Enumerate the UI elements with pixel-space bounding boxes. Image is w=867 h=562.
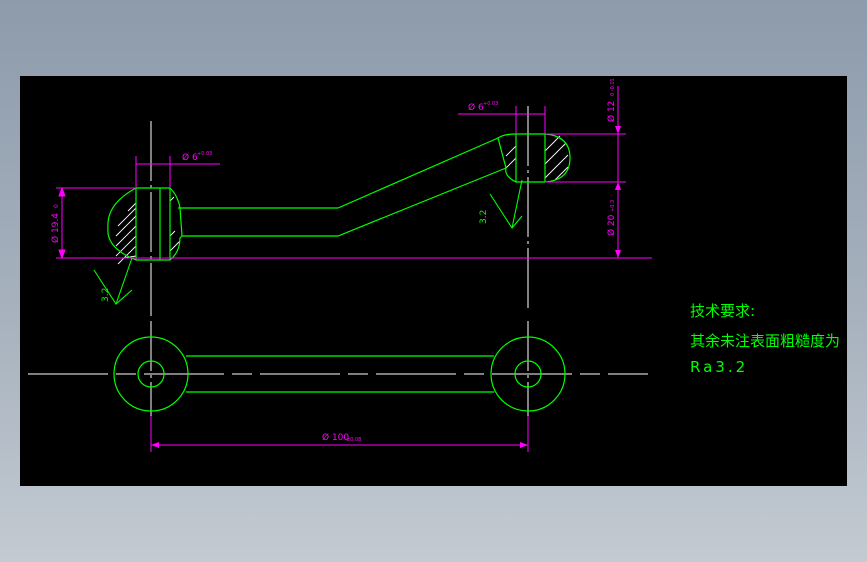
left-bore-dim-text: Ø 6	[182, 152, 198, 163]
right-height-dimension	[615, 182, 621, 258]
right-outer-dim-text: Ø 12	[606, 101, 617, 122]
right-outer-dim-tol: 0 -0.11	[610, 78, 616, 96]
cad-viewport[interactable]: Ø 19.4 0 Ø 6 +0.03 Ø 6 +0.03 Ø 12 0 -0.1…	[20, 76, 847, 486]
plan-view: Ø 100 ±0.08	[28, 321, 648, 452]
technical-drawing: Ø 19.4 0 Ø 6 +0.03 Ø 6 +0.03 Ø 12 0 -0.1…	[28, 78, 840, 452]
left-outer-dimension	[56, 186, 136, 260]
right-bore-circle	[514, 360, 542, 388]
right-hub-outline	[497, 133, 571, 183]
roughness-left-value: 3.2	[101, 288, 111, 302]
right-height-dim-text: Ø 20	[606, 214, 617, 236]
rod-outline	[178, 137, 507, 237]
left-bore-dim-tol: +0.03	[197, 151, 212, 157]
left-bore-dimension	[135, 156, 220, 188]
right-hub-circle	[490, 336, 566, 412]
left-bore-circle	[137, 360, 165, 388]
right-hub-hatch	[505, 135, 569, 181]
roughness-symbol-left	[93, 257, 133, 306]
left-outer-dim-tol: 0	[53, 204, 60, 208]
right-outer-dimension	[545, 86, 626, 190]
roughness-right-value: 3.2	[479, 210, 489, 224]
requirements-title: 技术要求:	[690, 302, 755, 320]
left-outer-dim-text: Ø 19.4	[50, 213, 61, 243]
center-distance-text: Ø 100	[322, 432, 349, 443]
right-bore-dim-text: Ø 6	[468, 102, 484, 113]
right-bore-dimension	[458, 106, 546, 134]
center-distance-dimension	[150, 416, 529, 452]
center-distance-tol: ±0.08	[346, 437, 361, 443]
requirements-line-2: Ra3.2	[690, 358, 748, 376]
left-hub-outline	[107, 187, 183, 261]
section-view: Ø 19.4 0 Ø 6 +0.03 Ø 6 +0.03 Ø 12 0 -0.1…	[50, 78, 652, 316]
technical-requirements: 技术要求: 其余未注表面粗糙度为 Ra3.2	[690, 302, 840, 376]
requirements-line-1: 其余未注表面粗糙度为	[690, 332, 840, 350]
right-height-dim-tol: +0.3	[610, 200, 616, 212]
right-bore-dim-tol: +0.03	[483, 101, 498, 107]
roughness-symbol-right	[489, 179, 523, 230]
left-hub-circle	[113, 336, 189, 412]
